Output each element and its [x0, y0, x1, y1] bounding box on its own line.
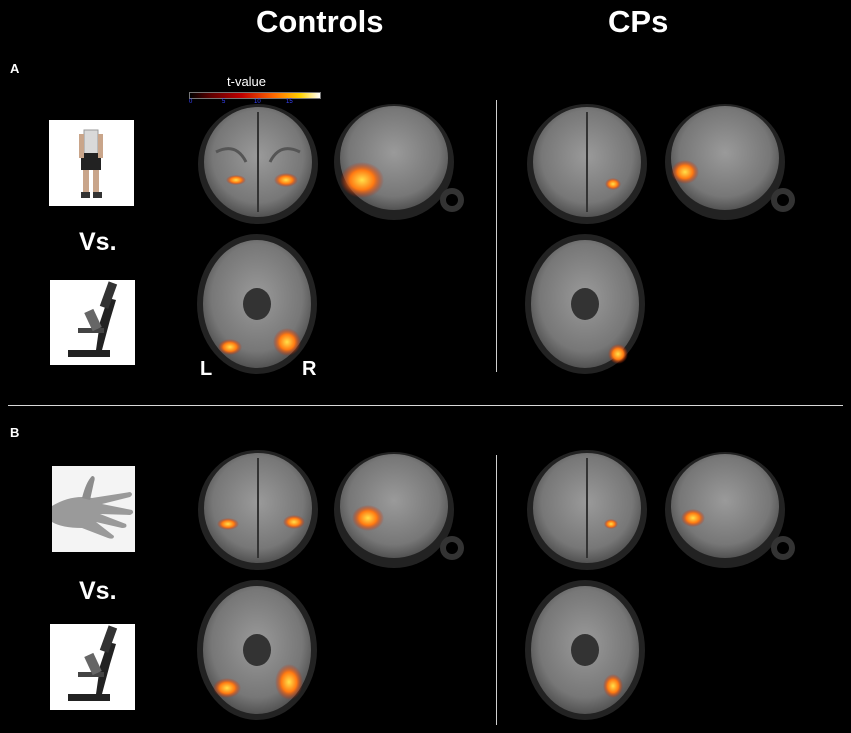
- panel-divider: [8, 405, 843, 406]
- brain-axial-b-cps: [523, 578, 648, 726]
- brain-coronal-b-controls: [196, 448, 321, 573]
- orientation-right-label: R: [302, 358, 317, 380]
- orientation-left-label: L: [200, 358, 213, 380]
- colorbar-tick: 0: [189, 99, 193, 105]
- body-stimulus-image: [49, 120, 134, 206]
- colorbar: [189, 92, 321, 99]
- hand-stimulus-image: [52, 466, 135, 552]
- brain-coronal-a-cps: [525, 102, 650, 227]
- microscope-stimulus-image-b: [50, 624, 135, 710]
- colorbar-label: t-value: [227, 74, 267, 89]
- brain-sagittal-a-cps: [663, 100, 798, 227]
- column-divider-a: [496, 100, 497, 372]
- colorbar-tick: 10: [254, 99, 261, 105]
- colorbar-tick: 15: [286, 99, 293, 105]
- brain-sagittal-b-controls: [332, 448, 467, 575]
- brain-axial-a-controls: [195, 232, 320, 380]
- brain-sagittal-b-cps: [663, 448, 798, 575]
- brain-coronal-b-cps: [525, 448, 650, 573]
- panel-label-b: B: [10, 425, 20, 440]
- microscope-stimulus-image-a: [50, 280, 135, 365]
- brain-axial-a-cps: [523, 232, 648, 380]
- vs-label-a: Vs.: [79, 228, 117, 256]
- column-divider-b: [496, 455, 497, 725]
- column-title-cps: CPs: [608, 4, 669, 39]
- brain-coronal-a-controls: [196, 102, 321, 227]
- brain-axial-b-controls: [195, 578, 320, 726]
- vs-label-b: Vs.: [79, 577, 117, 605]
- panel-label-a: A: [10, 61, 20, 76]
- brain-sagittal-a-controls: [332, 100, 467, 227]
- colorbar-tick: 5: [222, 99, 226, 105]
- column-title-controls: Controls: [256, 4, 384, 39]
